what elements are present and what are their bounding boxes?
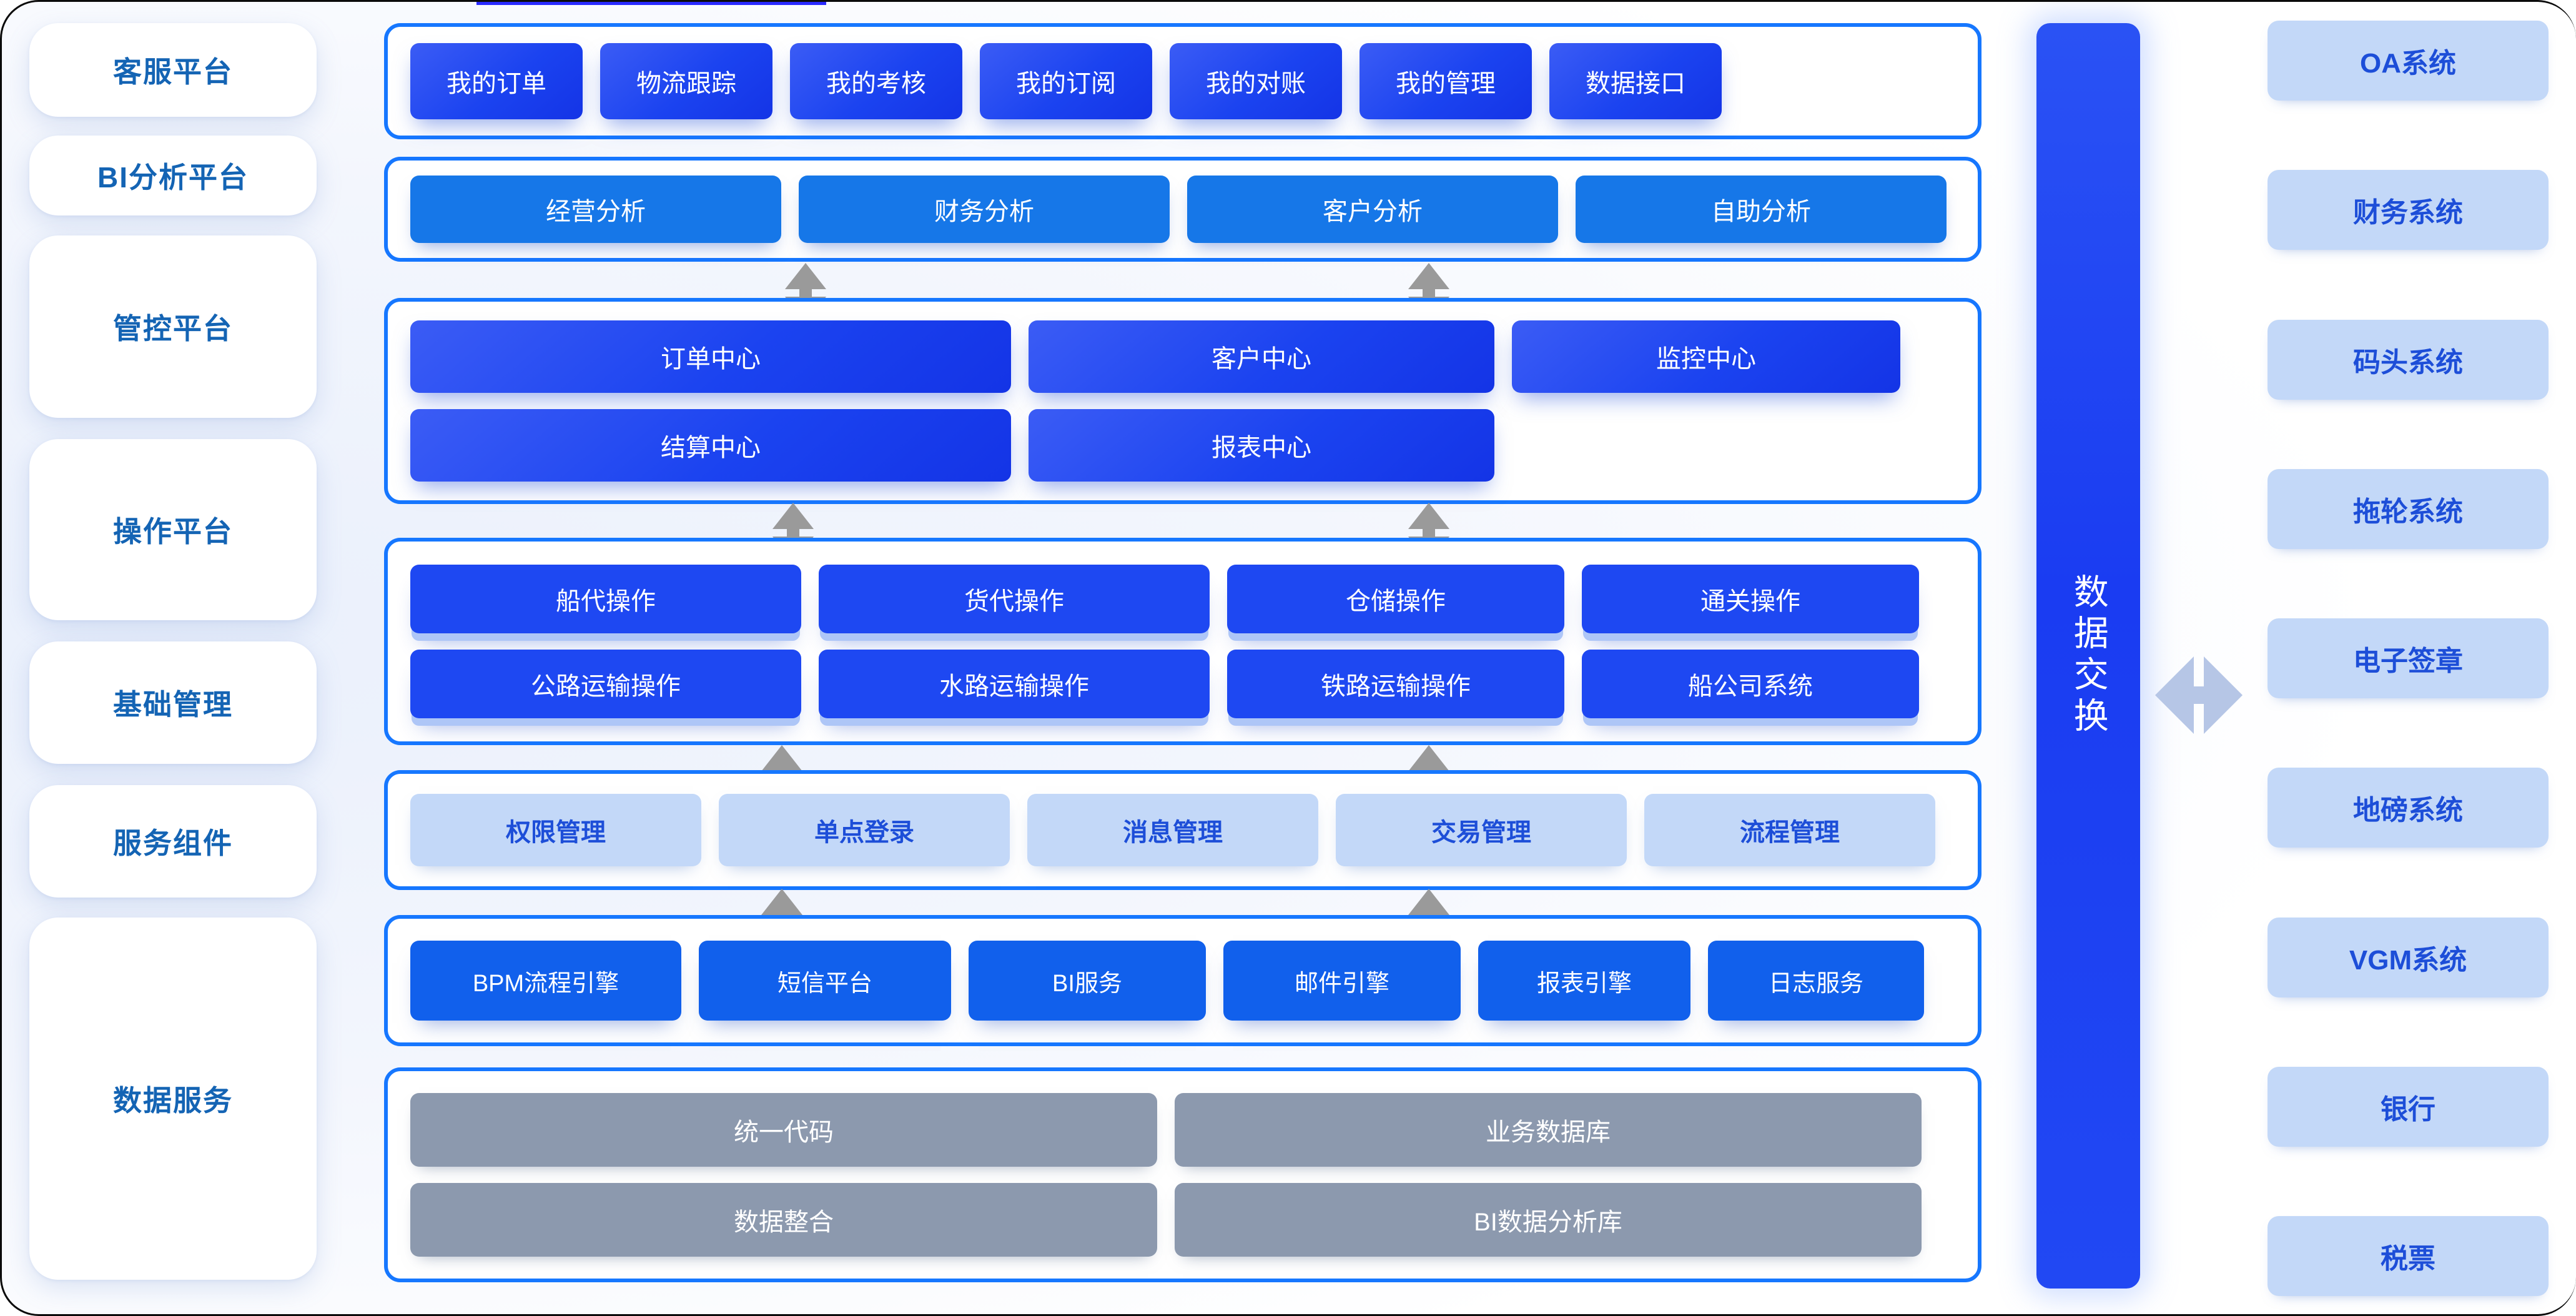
- tile-row: 船代操作 货代操作 仓储操作 通关操作: [410, 565, 1955, 633]
- rail-card-service-components[interactable]: 服务组件: [29, 785, 317, 898]
- rail-card-data-services[interactable]: 数据服务: [29, 918, 317, 1280]
- tile-report-engine[interactable]: 报表引擎: [1478, 941, 1690, 1021]
- system-box-finance[interactable]: 财务系统: [2268, 170, 2549, 250]
- rail-card-customer-service[interactable]: 客服平台: [29, 23, 317, 117]
- rail-label-text: 基础管理: [113, 688, 233, 721]
- external-systems-column: OA系统 财务系统 码头系统 拖轮系统 电子签章 地磅系统 VGM系统 银行 税…: [2268, 2, 2549, 1314]
- tile-permission-management[interactable]: 权限管理: [410, 794, 701, 866]
- tile-row: 经营分析 财务分析 客户分析 自助分析: [410, 176, 1955, 243]
- tile-my-reconciliation[interactable]: 我的对账: [1170, 43, 1342, 119]
- tile-railway-transport-operation[interactable]: 铁路运输操作: [1227, 650, 1564, 718]
- rail-label-text: 数据服务: [113, 1084, 233, 1117]
- tile-warehousing-operation[interactable]: 仓储操作: [1227, 565, 1564, 633]
- rail-label-text: 客服平台: [113, 56, 233, 88]
- tile-customer-analysis[interactable]: 客户分析: [1187, 176, 1558, 243]
- tile-row: 权限管理 单点登录 消息管理 交易管理 流程管理: [410, 794, 1955, 866]
- rail-card-operation-platform[interactable]: 操作平台: [29, 439, 317, 620]
- system-box-tax-invoice[interactable]: 税票: [2268, 1216, 2549, 1296]
- tile-my-subscription[interactable]: 我的订阅: [980, 43, 1152, 119]
- tile-financial-analysis[interactable]: 财务分析: [799, 176, 1170, 243]
- tile-freight-forwarding-operation[interactable]: 货代操作: [819, 565, 1210, 633]
- tile-business-database[interactable]: 业务数据库: [1175, 1093, 1922, 1167]
- tile-bi-data-analysis-database[interactable]: BI数据分析库: [1175, 1183, 1922, 1257]
- system-box-oa[interactable]: OA系统: [2268, 21, 2549, 101]
- tile-shipping-company-system[interactable]: 船公司系统: [1582, 650, 1919, 718]
- system-box-electronic-seal[interactable]: 电子签章: [2268, 618, 2549, 698]
- tile-order-center[interactable]: 订单中心: [410, 320, 1011, 393]
- layer-label-rail: 客服平台 BI分析平台 管控平台 操作平台 基础管理 服务组件 数据服务: [29, 2, 317, 1314]
- tile-data-integration[interactable]: 数据整合: [410, 1183, 1157, 1257]
- tile-transaction-management[interactable]: 交易管理: [1336, 794, 1627, 866]
- tile-row: 数据整合 BI数据分析库: [410, 1183, 1955, 1257]
- data-exchange-label: 数据交换: [2069, 573, 2109, 738]
- tile-waterway-transport-operation[interactable]: 水路运输操作: [819, 650, 1210, 718]
- tile-road-transport-operation[interactable]: 公路运输操作: [410, 650, 801, 718]
- rail-label-text: 操作平台: [113, 515, 233, 548]
- rail-label-text: 管控平台: [113, 312, 233, 345]
- panel-basic-management: 权限管理 单点登录 消息管理 交易管理 流程管理: [384, 770, 1981, 890]
- tile-single-sign-on[interactable]: 单点登录: [719, 794, 1010, 866]
- tile-row: BPM流程引擎 短信平台 BI服务 邮件引擎 报表引擎 日志服务: [410, 941, 1955, 1021]
- tile-process-management[interactable]: 流程管理: [1644, 794, 1935, 866]
- tile-unified-code[interactable]: 统一代码: [410, 1093, 1157, 1167]
- tile-row: 结算中心 报表中心: [410, 409, 1955, 482]
- tile-data-interface[interactable]: 数据接口: [1549, 43, 1722, 119]
- rail-label-text: 服务组件: [113, 827, 233, 859]
- tile-row: 订单中心 客户中心 监控中心: [410, 320, 1955, 393]
- bidirectional-horizontal-arrow: [2155, 651, 2243, 739]
- panel-bi-analysis-platform: 经营分析 财务分析 客户分析 自助分析: [384, 157, 1981, 262]
- tile-email-engine[interactable]: 邮件引擎: [1223, 941, 1461, 1021]
- tile-business-analysis[interactable]: 经营分析: [410, 176, 781, 243]
- tile-bpm-process-engine[interactable]: BPM流程引擎: [410, 941, 681, 1021]
- rail-label-text: BI分析平台: [97, 161, 249, 194]
- panel-customer-service-platform: 我的订单 物流跟踪 我的考核 我的订阅 我的对账 我的管理 数据接口: [384, 23, 1981, 139]
- tile-log-service[interactable]: 日志服务: [1708, 941, 1924, 1021]
- tile-report-center[interactable]: 报表中心: [1029, 409, 1494, 482]
- system-box-bank[interactable]: 银行: [2268, 1066, 2549, 1147]
- tile-sms-platform[interactable]: 短信平台: [699, 941, 951, 1021]
- tile-self-service-analysis[interactable]: 自助分析: [1576, 176, 1947, 243]
- tile-bi-service[interactable]: BI服务: [969, 941, 1206, 1021]
- panel-operation-platform: 船代操作 货代操作 仓储操作 通关操作 公路运输操作 水路运输操作 铁路运输操作…: [384, 538, 1981, 745]
- tile-row: 统一代码 业务数据库: [410, 1093, 1955, 1167]
- tile-message-management[interactable]: 消息管理: [1027, 794, 1318, 866]
- tile-settlement-center[interactable]: 结算中心: [410, 409, 1011, 482]
- tile-shipping-agency-operation[interactable]: 船代操作: [410, 565, 801, 633]
- data-exchange-bar[interactable]: 数据交换: [2036, 23, 2140, 1289]
- tile-logistics-tracking[interactable]: 物流跟踪: [600, 43, 772, 119]
- tile-my-assessment[interactable]: 我的考核: [790, 43, 962, 119]
- panel-data-services: 统一代码 业务数据库 数据整合 BI数据分析库: [384, 1067, 1981, 1282]
- system-box-tugboat[interactable]: 拖轮系统: [2268, 468, 2549, 549]
- tile-row: 我的订单 物流跟踪 我的考核 我的订阅 我的对账 我的管理 数据接口: [410, 43, 1955, 119]
- tile-my-orders[interactable]: 我的订单: [410, 43, 583, 119]
- tile-row: 公路运输操作 水路运输操作 铁路运输操作 船公司系统: [410, 650, 1955, 718]
- rail-card-bi-analysis[interactable]: BI分析平台: [29, 136, 317, 215]
- rail-card-control-platform[interactable]: 管控平台: [29, 235, 317, 418]
- system-box-weighbridge[interactable]: 地磅系统: [2268, 768, 2549, 848]
- tile-customer-center[interactable]: 客户中心: [1029, 320, 1494, 393]
- tile-customs-clearance-operation[interactable]: 通关操作: [1582, 565, 1919, 633]
- panel-service-components: BPM流程引擎 短信平台 BI服务 邮件引擎 报表引擎 日志服务: [384, 915, 1981, 1046]
- tile-monitoring-center[interactable]: 监控中心: [1512, 320, 1900, 393]
- system-box-terminal[interactable]: 码头系统: [2268, 319, 2549, 400]
- system-box-vgm[interactable]: VGM系统: [2268, 917, 2549, 997]
- panel-control-platform: 订单中心 客户中心 监控中心 结算中心 报表中心: [384, 298, 1981, 504]
- rail-card-basic-management[interactable]: 基础管理: [29, 641, 317, 764]
- tile-my-management[interactable]: 我的管理: [1360, 43, 1532, 119]
